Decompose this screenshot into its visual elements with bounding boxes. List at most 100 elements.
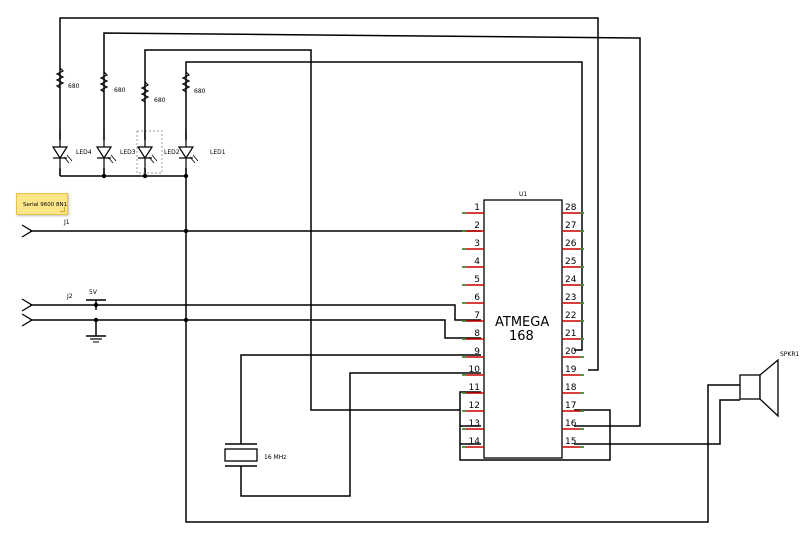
chip-name-line1: ATMEGA <box>495 315 549 330</box>
led-arrow <box>192 154 199 162</box>
chip-pin-label: 3 <box>474 239 480 249</box>
power-label-5v: 5V <box>89 289 98 296</box>
chip-pin-label: 7 <box>474 311 480 321</box>
chip-pin-label: 15 <box>565 437 576 447</box>
chip-pin-label: 28 <box>565 203 577 213</box>
led <box>136 130 158 176</box>
led-triangle <box>136 146 154 160</box>
resistor <box>55 67 65 89</box>
led-arrow <box>107 156 114 164</box>
chip-pin-label: 17 <box>565 401 576 411</box>
led-triangle <box>51 146 69 160</box>
chip-pin-label: 22 <box>565 311 576 321</box>
led <box>177 130 199 176</box>
led-triangle <box>177 146 195 160</box>
speaker-body <box>739 374 761 400</box>
led-label-2: LED2 <box>164 149 180 156</box>
junction-dot <box>142 173 148 179</box>
wires <box>30 17 740 523</box>
resistor-value-4: 680 <box>194 88 206 95</box>
wire-led2-pin12 <box>144 49 460 411</box>
connector-label-j1: J1 <box>63 219 70 226</box>
chip-pin-label: 1 <box>474 203 480 213</box>
chip-pin-label: 12 <box>469 401 480 411</box>
crystal-label: 16 MHz <box>264 454 286 461</box>
junction-dot <box>93 317 99 323</box>
chip-pin-labels: 1234567891011121314282726252423222120191… <box>469 203 577 447</box>
chip-body <box>483 199 563 459</box>
chip-pin-label: 5 <box>474 275 480 285</box>
chip-pin-label: 25 <box>565 257 576 267</box>
wire-led3-pin16 <box>103 32 641 427</box>
junction-dot <box>93 302 99 308</box>
speaker-cone <box>759 358 779 418</box>
chip-pin-label: 13 <box>469 419 480 429</box>
junction-dot <box>183 173 189 179</box>
chip-pin-label: 14 <box>469 437 481 447</box>
chip-pin-label: 18 <box>565 383 577 393</box>
connector-label-j2: J2 <box>66 293 73 300</box>
led <box>51 130 73 176</box>
junction-dot <box>183 228 189 234</box>
resistor <box>99 71 109 93</box>
chip-ref-label: U1 <box>519 191 527 198</box>
led-arrow <box>110 154 117 162</box>
led-label-3: LED3 <box>120 149 136 156</box>
connector-chevron <box>21 298 34 312</box>
led-label-1: LED1 <box>210 149 226 156</box>
wire-xtal-a <box>240 354 481 444</box>
selection-box <box>136 130 163 174</box>
led-arrow <box>189 156 196 164</box>
connector-chevron <box>21 313 34 327</box>
wire-xtal-b <box>240 372 481 497</box>
speaker-label: SPKR1 <box>780 351 800 358</box>
crystal-body <box>224 448 258 462</box>
chip-name-line2: 168 <box>509 329 534 344</box>
chip-pin-label: 24 <box>565 275 577 285</box>
chip-pin-label: 10 <box>469 365 481 375</box>
wire-led1-pin19b <box>185 61 583 351</box>
led <box>95 130 117 176</box>
resistor-zigzag <box>181 71 191 93</box>
resistor-value-2: 680 <box>114 87 126 94</box>
chip-pin-label: 27 <box>565 221 576 231</box>
resistor-zigzag <box>140 81 150 103</box>
components <box>21 67 779 467</box>
chip-pin-label: 4 <box>474 257 480 267</box>
chip-pin-label: 9 <box>474 347 480 357</box>
chip-pin-label: 11 <box>469 383 480 393</box>
labels: 680 680 680 680 LED4 LED3 LED2 LED1 J1 J… <box>63 83 800 461</box>
resistor-value-1: 680 <box>68 83 80 90</box>
note-resize-icon <box>60 207 65 212</box>
sticky-note[interactable]: Serial 9600 8N1 <box>16 193 68 215</box>
chip-pin-label: 23 <box>565 293 576 303</box>
chip-pin-label: 16 <box>565 419 577 429</box>
sticky-note-text: Serial 9600 8N1 <box>23 202 68 208</box>
led-arrow <box>148 156 155 164</box>
junction-dot <box>101 173 107 179</box>
wire-ground-speaker <box>185 176 740 523</box>
chip-pin-label: 8 <box>474 329 480 339</box>
chip-pin-label: 20 <box>565 347 577 357</box>
wire-j2-a <box>30 304 481 321</box>
chip-pin-label: 19 <box>565 365 577 375</box>
led-arrow <box>63 156 70 164</box>
wire-j2-b <box>30 319 481 339</box>
junction-dot <box>183 317 189 323</box>
resistor-zigzag <box>99 71 109 93</box>
chip-pin-label: 2 <box>474 221 480 231</box>
resistor-zigzag <box>55 67 65 89</box>
resistor <box>181 71 191 93</box>
wire-speaker-2 <box>574 399 740 445</box>
led-arrow <box>66 154 73 162</box>
wire-led4-pin19 <box>59 17 599 371</box>
chip-pin-label: 26 <box>565 239 577 249</box>
chip-pin-label: 6 <box>474 293 480 303</box>
led-label-4: LED4 <box>76 149 92 156</box>
led-triangle <box>95 146 113 160</box>
resistor-value-3: 680 <box>154 97 166 104</box>
wire-chip-bus <box>459 391 611 461</box>
led-arrow <box>151 154 158 162</box>
chip-pin-label: 21 <box>565 329 576 339</box>
